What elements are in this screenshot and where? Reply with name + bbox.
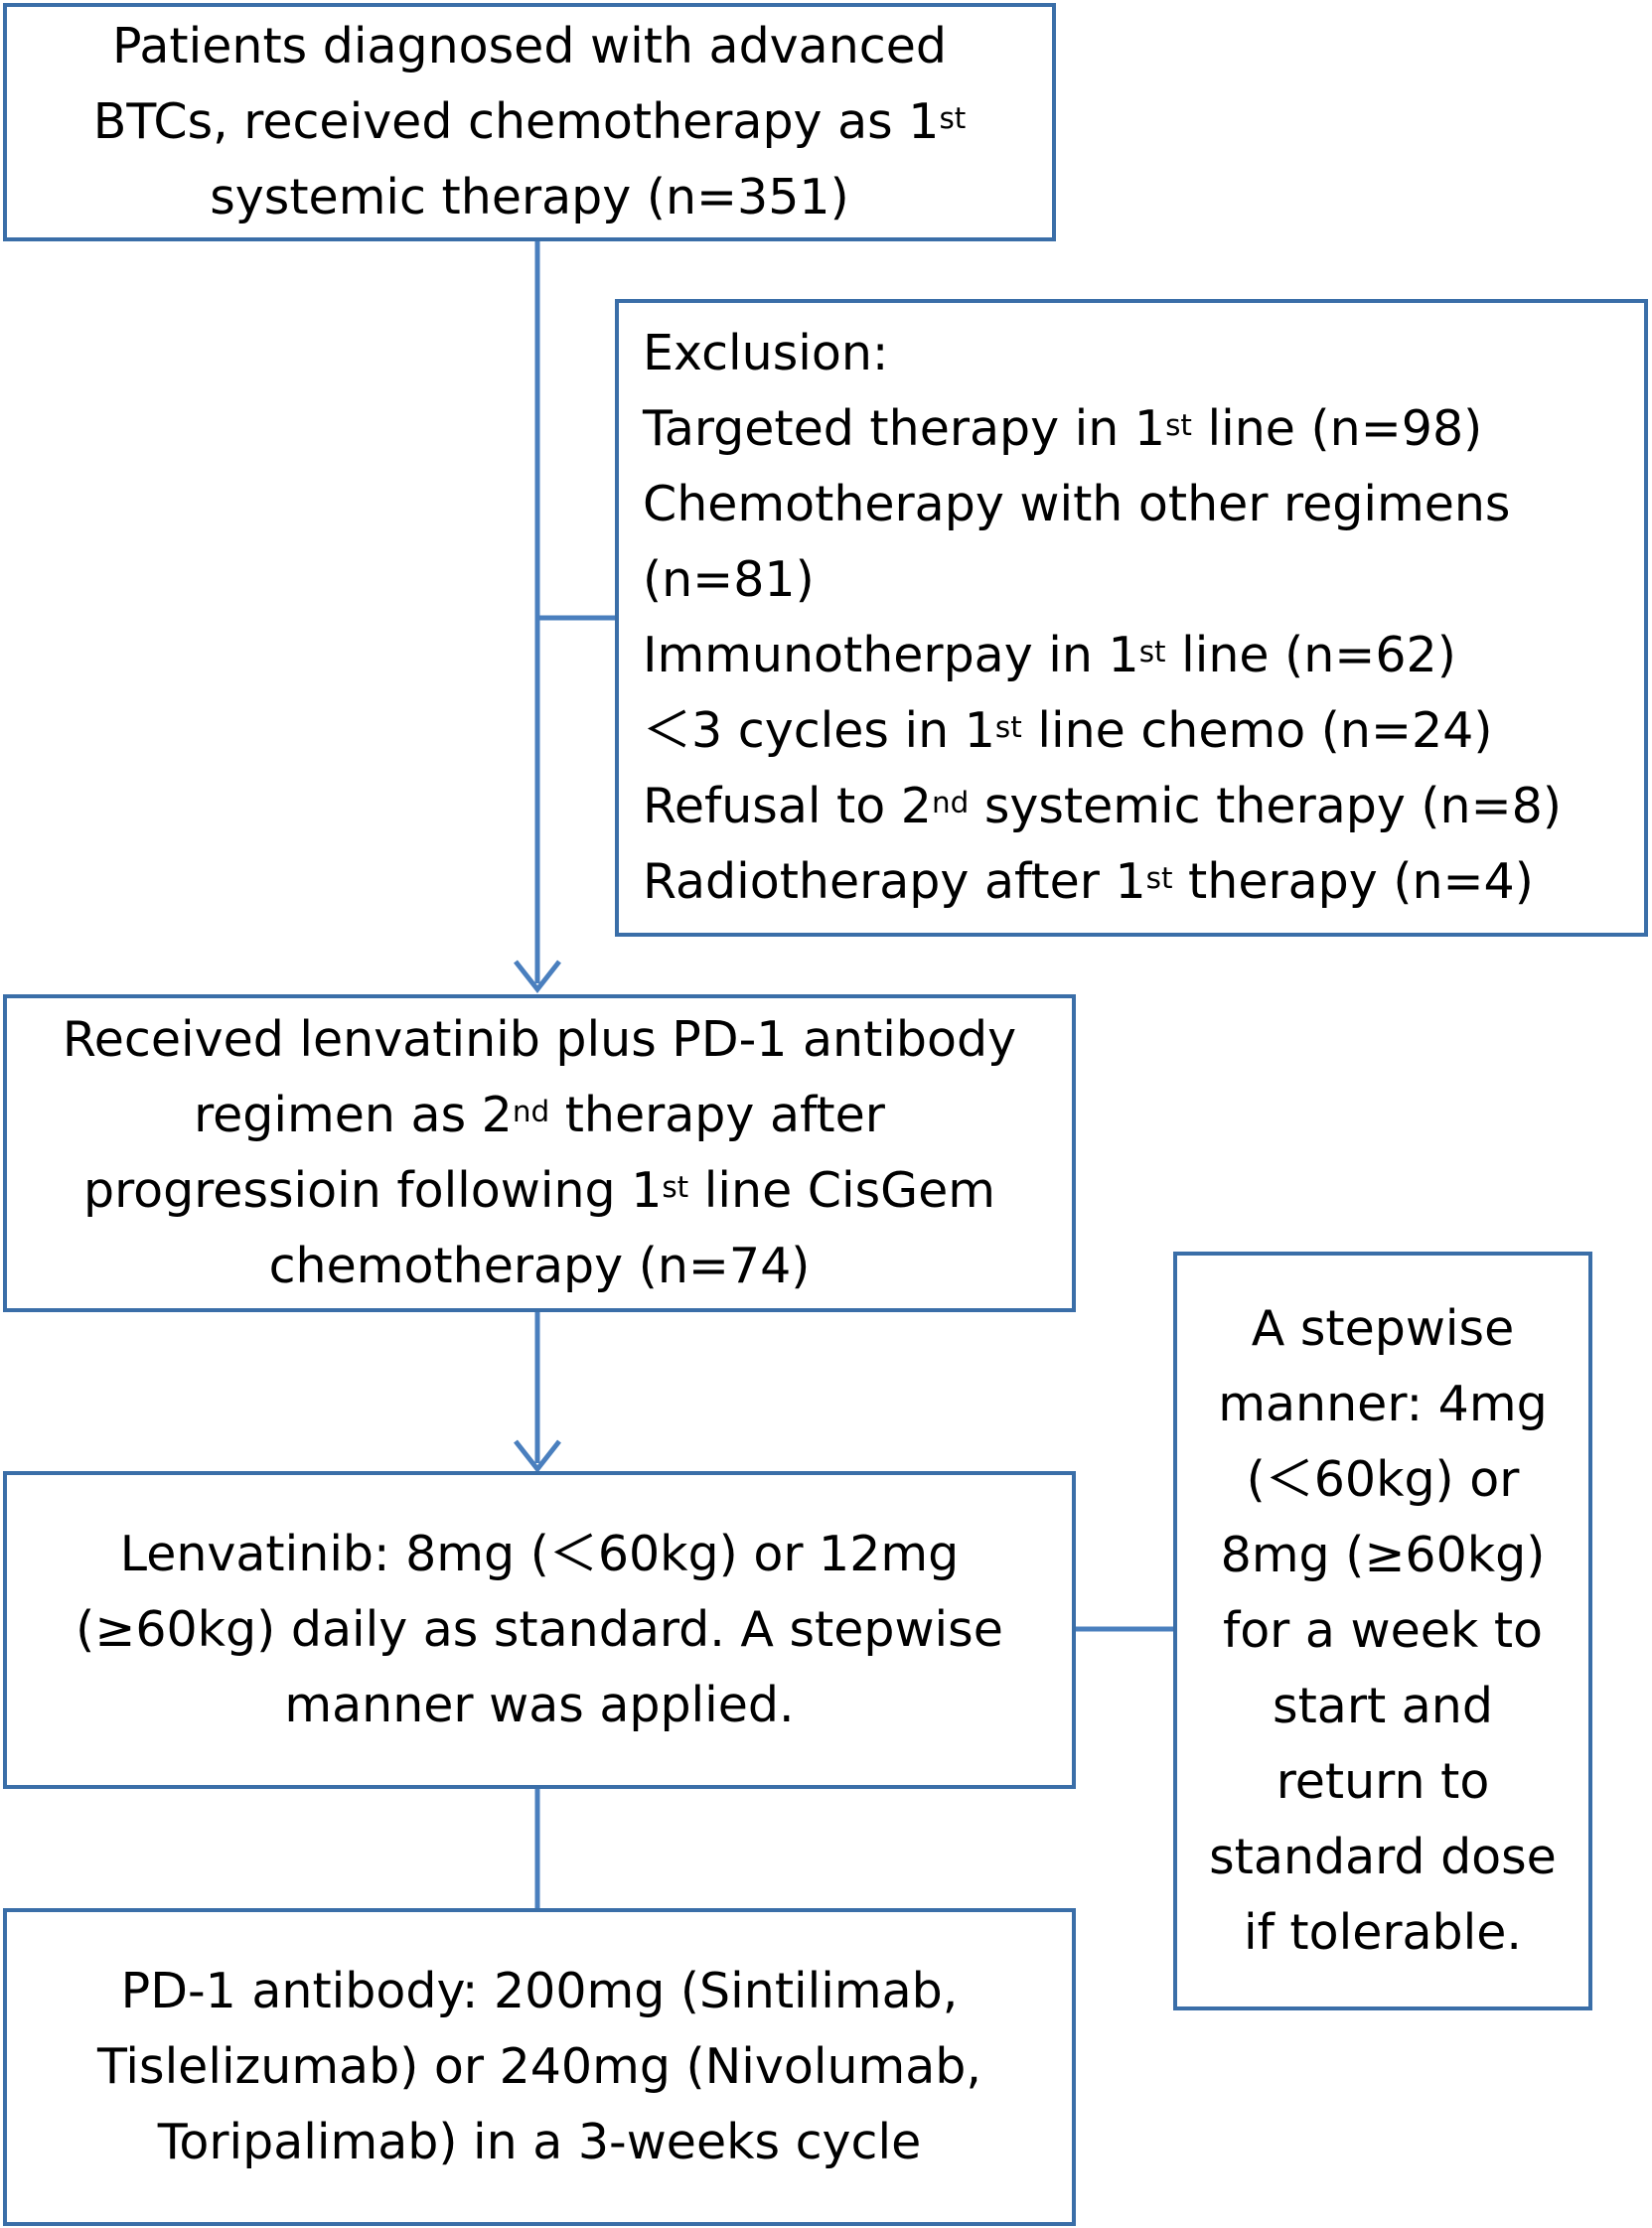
box-stepwise-manner: A stepwise manner: 4mg (＜60kg) or 8mg (≥… — [1173, 1252, 1592, 2010]
box-stepwise-line: for a week to — [1222, 1602, 1544, 1659]
exclusion-item: Targeted therapy in 1st line (n=98) — [643, 400, 1483, 457]
box-start-line: BTCs, received chemotherapy as 1st — [92, 93, 967, 150]
box-pd1-line: PD-1 antibody: 200mg (Sintilimab, — [120, 1963, 959, 2019]
box-received-line: Received lenvatinib plus PD-1 antibody — [62, 1011, 1017, 1068]
box-lenvatinib-line: manner was applied. — [284, 1677, 795, 1733]
exclusion-title: Exclusion: — [643, 325, 889, 381]
box-lenvatinib-line: Lenvatinib: 8mg (＜60kg) or 12mg — [119, 1526, 960, 1582]
box-received-regimen: Received lenvatinib plus PD-1 antibody r… — [3, 994, 1076, 1312]
box-start-line: Patients diagnosed with advanced — [112, 18, 947, 74]
exclusion-item: Chemotherapy with other regimens — [643, 476, 1511, 532]
box-received-line: chemotherapy (n=74) — [268, 1238, 811, 1294]
exclusion-item: (n=81) — [643, 551, 815, 608]
box-exclusion: Exclusion: Targeted therapy in 1st line … — [615, 299, 1648, 937]
arrowhead-to-received — [514, 960, 561, 994]
box-start-line: systemic therapy (n=351) — [210, 169, 849, 225]
box-received-line: progressioin following 1st line CisGem — [82, 1162, 996, 1219]
box-received-line: regimen as 2nd therapy after — [194, 1087, 885, 1143]
box-stepwise-line: standard dose — [1209, 1829, 1557, 1885]
exclusion-item: ＜3 cycles in 1st line chemo (n=24) — [643, 702, 1493, 759]
box-start: Patients diagnosed with advanced BTCs, r… — [3, 3, 1056, 241]
box-pd1-dosing: PD-1 antibody: 200mg (Sintilimab, Tislel… — [3, 1908, 1076, 2226]
exclusion-item: Immunotherpay in 1st line (n=62) — [643, 627, 1456, 683]
exclusion-item: Radiotherapy after 1st therapy (n=4) — [643, 853, 1534, 910]
box-stepwise-line: return to — [1276, 1753, 1490, 1810]
box-stepwise-line: 8mg (≥60kg) — [1220, 1527, 1546, 1583]
box-stepwise-line: if tolerable. — [1243, 1904, 1522, 1961]
exclusion-item: Refusal to 2nd systemic therapy (n=8) — [643, 778, 1562, 834]
box-lenvatinib-line: (≥60kg) daily as standard. A stepwise — [75, 1601, 1003, 1658]
box-stepwise-line: start and — [1273, 1678, 1493, 1734]
box-stepwise-line: manner: 4mg — [1218, 1376, 1548, 1432]
box-lenvatinib-dosing: Lenvatinib: 8mg (＜60kg) or 12mg (≥60kg) … — [3, 1471, 1076, 1789]
box-pd1-line: Tislelizumab) or 240mg (Nivolumab, — [97, 2038, 981, 2095]
box-stepwise-line: (＜60kg) or — [1246, 1451, 1520, 1508]
box-stepwise-line: A stepwise — [1251, 1300, 1515, 1357]
arrowhead-to-lenvatinib — [514, 1439, 561, 1474]
box-pd1-line: Toripalimab) in a 3-weeks cycle — [157, 2114, 922, 2170]
